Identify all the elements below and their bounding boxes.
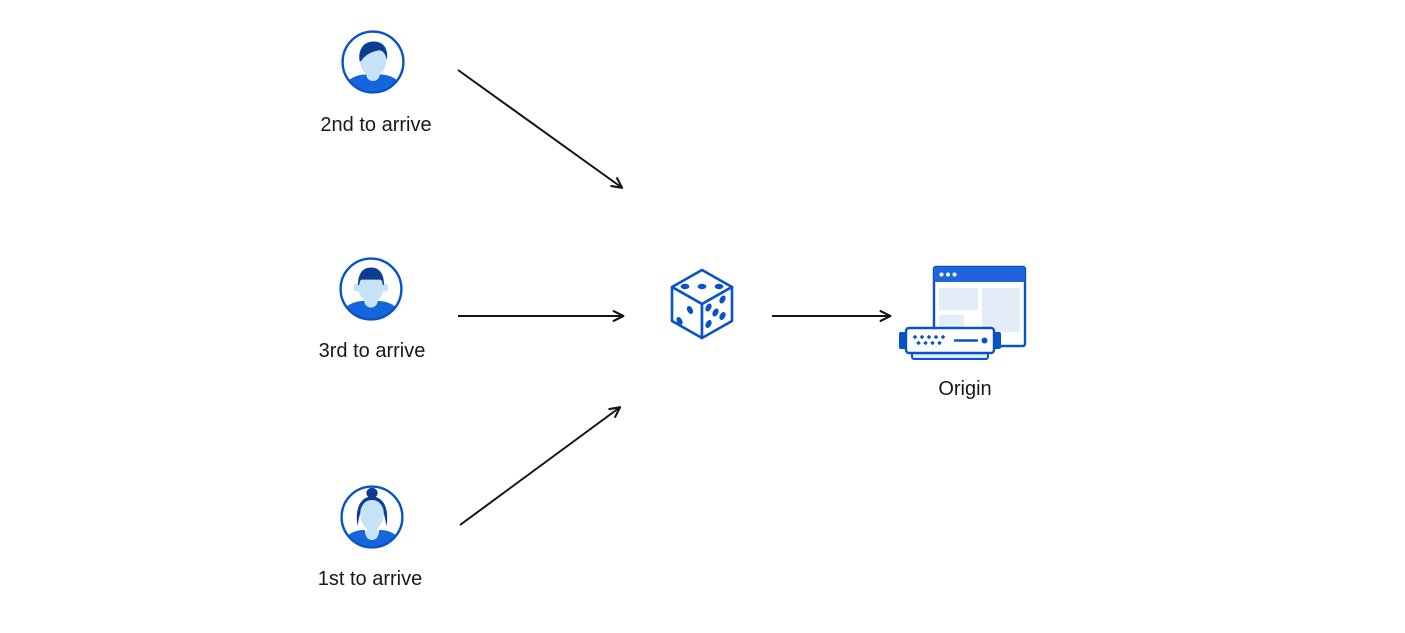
arrow-first-client-to-dice	[459, 406, 622, 526]
server-led-icon	[981, 337, 988, 344]
avatar-figure	[343, 41, 403, 92]
client-second-label: 2nd to arrive	[320, 114, 432, 136]
avatar-figure	[342, 487, 402, 547]
dice-icon	[670, 268, 734, 340]
person-avatar-icon	[341, 30, 405, 94]
window-dot-icon	[952, 272, 957, 277]
dice-pips	[676, 283, 726, 329]
client-third-label: 3rd to arrive	[318, 340, 426, 362]
person-avatar-icon	[340, 485, 404, 549]
server-box	[899, 326, 1001, 360]
origin-server-icon	[899, 265, 1027, 360]
arrow-second-client-to-dice	[457, 69, 624, 189]
window-dot-icon	[946, 272, 950, 277]
client-first-label: 1st to arrive	[317, 568, 423, 590]
window-dot-icon	[939, 272, 944, 277]
server-vents	[912, 334, 946, 346]
person-avatar-icon	[339, 257, 403, 321]
avatar-figure	[341, 267, 401, 319]
dice-cube	[670, 268, 734, 340]
origin-label: Origin	[938, 378, 992, 400]
